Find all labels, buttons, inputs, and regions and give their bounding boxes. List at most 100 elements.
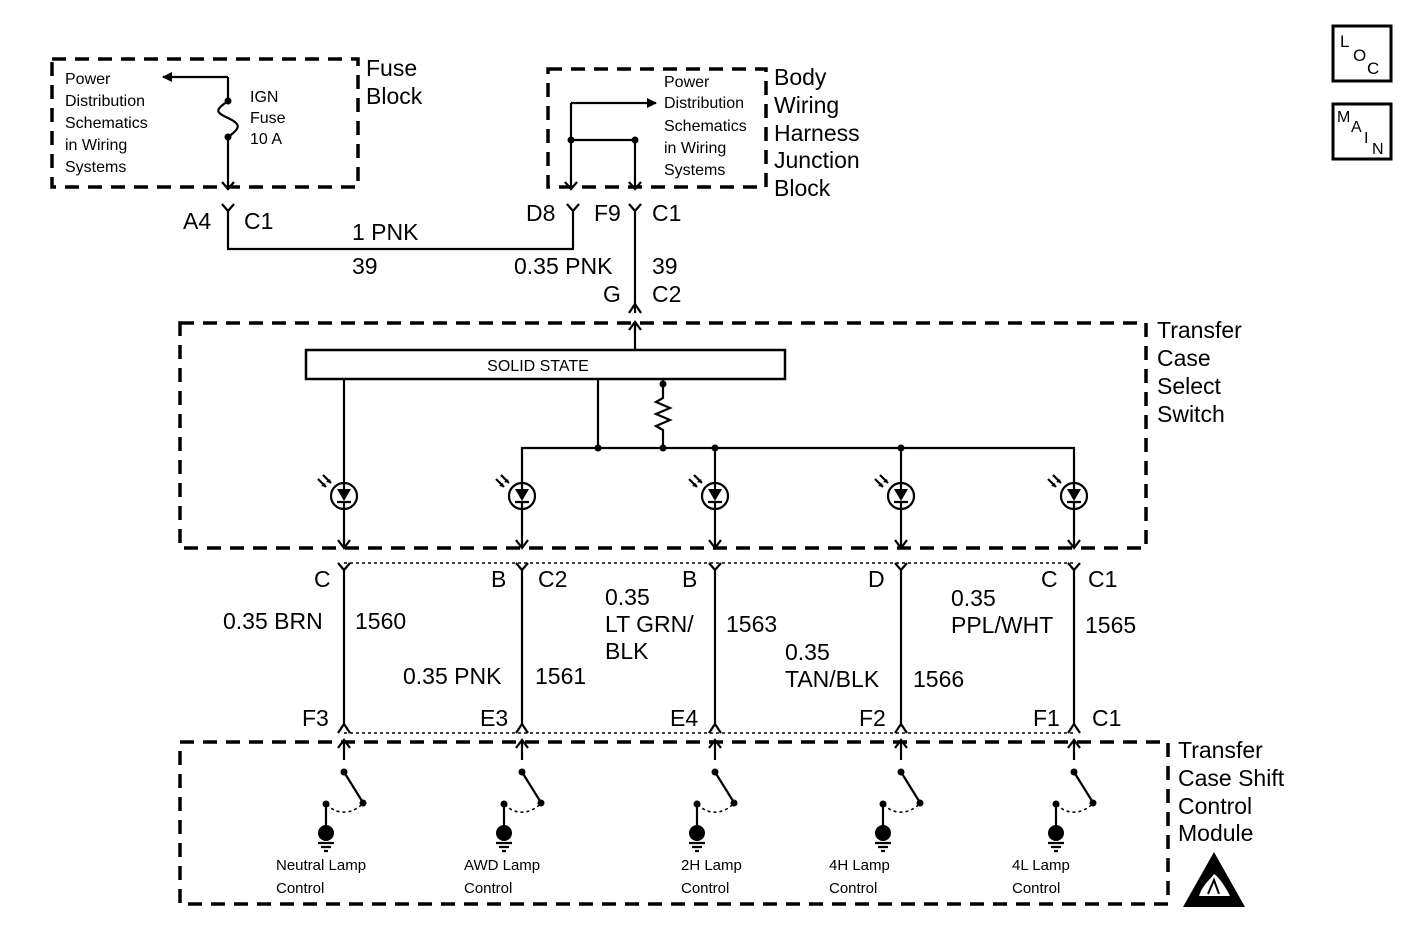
fuse-icon [217,100,239,138]
fuse-ref-2: Distribution [65,93,145,110]
ign-fuse-label-2: Fuse [250,110,286,127]
led-icon [1047,470,1089,550]
solid-state-label: SOLID STATE [487,358,589,375]
junction-connector-c1: C1 [652,200,681,226]
transfer-case-shift-control-module: Transfer Case Shift Control Module Neutr… [178,737,1285,907]
ign-fuse-label-3: 10 A [250,131,282,148]
fuse-block: Fuse Block Power Distribution Schematics… [50,55,423,191]
switch-pin-b-2: B [682,566,697,592]
transfer-case-select-switch: Transfer Case Select Switch SOLID STATE [178,317,1242,550]
junction-title-3: Harness [774,120,860,146]
wire-1565-gauge-2: PPL/WHT [951,612,1053,638]
fuse-ref-3: Schematics [65,115,148,132]
led-icon [874,470,916,550]
resistor-icon [653,379,673,448]
lamp-control-label: Control [276,880,324,897]
wire-1563-gauge-2: LT GRN/ [605,611,694,637]
wire-1566-gauge-1: 0.35 [785,639,830,665]
loc-letter-l: L [1340,32,1349,51]
led-icon [688,470,730,550]
select-switch-title-4: Switch [1157,401,1225,427]
junction-ref-4: in Wiring [664,140,726,157]
wire-1563-circuit: 1563 [726,611,777,637]
solid-state-block [304,348,787,381]
module-pin-f2: F2 [859,705,886,731]
lower-wire [515,562,529,760]
lower-wire [337,562,351,760]
fuse-ref-4: in Wiring [65,137,127,154]
switch-pin-b-1: B [491,566,506,592]
loc-letter-o: O [1353,46,1366,65]
main-button[interactable]: M A I N [1331,102,1393,161]
led-icon [317,470,359,550]
wire-1561-gauge: 0.35 PNK [403,663,502,689]
switch-pin-g: G [603,281,621,307]
junction-title-2: Wiring [774,92,839,118]
shift-module-title-2: Case Shift [1178,765,1285,791]
wire-1563-gauge-1: 0.35 [605,584,650,610]
lamp-control-label: Control [1012,880,1060,897]
main-letter-i: I [1364,130,1368,147]
fuse-connector-c1: C1 [244,208,273,234]
switch-connector-c2: C2 [652,281,681,307]
shift-module-title-3: Control [1178,793,1252,819]
wire-1566-circuit: 1566 [913,666,964,692]
fuse-block-title-2: Block [366,83,423,109]
junction-pin-f9: F9 [594,200,621,226]
fuse-pin-a4: A4 [183,208,211,234]
wire-1560-gauge: 0.35 BRN [223,608,323,634]
switch-pin-c-2: C [1041,566,1058,592]
led-icon [495,470,537,550]
lamp-control-label: Neutral Lamp [276,857,366,874]
lamp-control-label: 4L Lamp [1012,857,1070,874]
wire-1-circuit: 39 [352,253,378,279]
switch-pin-c-1: C [314,566,331,592]
upper-wiring: A4 C1 D8 F9 C1 1 PNK 39 0.35 PNK 39 G C2 [183,200,681,352]
wire-1561-circuit: 1561 [535,663,586,689]
lamp-control-label: Control [829,880,877,897]
junction-block: Body Wiring Harness Junction Block Power… [546,64,860,201]
loc-button[interactable]: L O C [1331,24,1393,83]
module-pin-f3: F3 [302,705,329,731]
junction-title-5: Block [774,175,831,201]
module-pin-e3: E3 [480,705,508,731]
junction-title-4: Junction [774,147,860,173]
main-letter-a: A [1351,119,1362,136]
switch-pin-d: D [868,566,885,592]
junction-ref-5: Systems [664,162,725,179]
main-letter-n: N [1372,141,1384,158]
lamp-control-label: Control [464,880,512,897]
wire-2-pnk-label: 0.35 PNK [514,253,613,279]
switch-connector-c1-lower: C1 [1088,566,1117,592]
shift-module-title-1: Transfer [1178,737,1263,763]
lamp-control-label: AWD Lamp [464,857,540,874]
wire-1565-circuit: 1565 [1085,612,1136,638]
esd-warning-icon [1183,852,1245,907]
junction-ref-1: Power [664,74,710,91]
junction-ref-2: Distribution [664,95,744,112]
module-pin-f1: F1 [1033,705,1060,731]
wire-1565-gauge-1: 0.35 [951,585,996,611]
switch-connector-c2-lower: C2 [538,566,567,592]
select-switch-title-1: Transfer [1157,317,1242,343]
lower-wire [1067,562,1081,760]
main-letter-m: M [1337,109,1350,126]
junction-title-1: Body [774,64,827,90]
fuse-block-title-1: Fuse [366,55,417,81]
select-switch-title-3: Select [1157,373,1222,399]
lower-wire [708,562,722,760]
module-connector-c1: C1 [1092,705,1121,731]
lamp-control-label: 2H Lamp [681,857,742,874]
fuse-ref-5: Systems [65,159,126,176]
wire-1-pnk-label: 1 PNK [352,219,419,245]
wire-2-circuit: 39 [652,253,678,279]
wire-1566-gauge-2: TAN/BLK [785,666,880,692]
junction-ref-3: Schematics [664,118,747,135]
wire-1563-gauge-3: BLK [605,638,649,664]
fuse-ref-1: Power [65,71,111,88]
lower-wiring [337,562,1081,760]
